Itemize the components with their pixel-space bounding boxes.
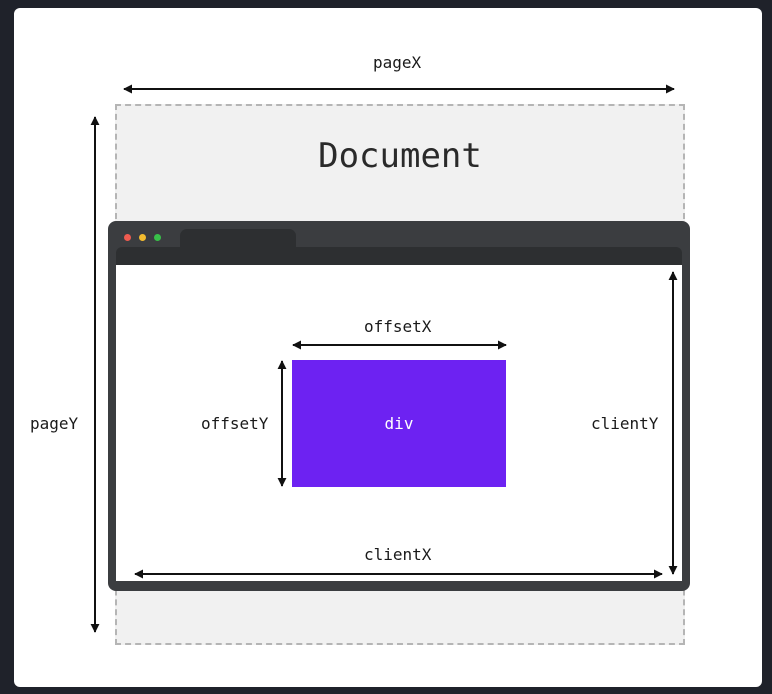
minimize-dot-icon	[139, 234, 146, 241]
close-dot-icon	[124, 234, 131, 241]
diagram-canvas: Document div pageX pageY offsetX offsetY…	[14, 8, 762, 687]
browser-window	[108, 221, 690, 591]
measurement-arrows	[90, 84, 678, 633]
offset-y-label: offsetY	[201, 414, 269, 433]
document-title: Document	[318, 136, 482, 176]
maximize-dot-icon	[154, 234, 161, 241]
client-y-label: clientY	[591, 414, 659, 433]
browser-toolbar	[116, 247, 682, 265]
client-x-label: clientX	[364, 545, 432, 564]
target-div: div	[292, 360, 506, 487]
browser-tab	[180, 229, 296, 251]
page-y-label: pageY	[30, 414, 79, 433]
offset-x-label: offsetX	[364, 317, 432, 336]
page-x-label: pageX	[373, 53, 422, 72]
target-div-label: div	[384, 414, 414, 433]
